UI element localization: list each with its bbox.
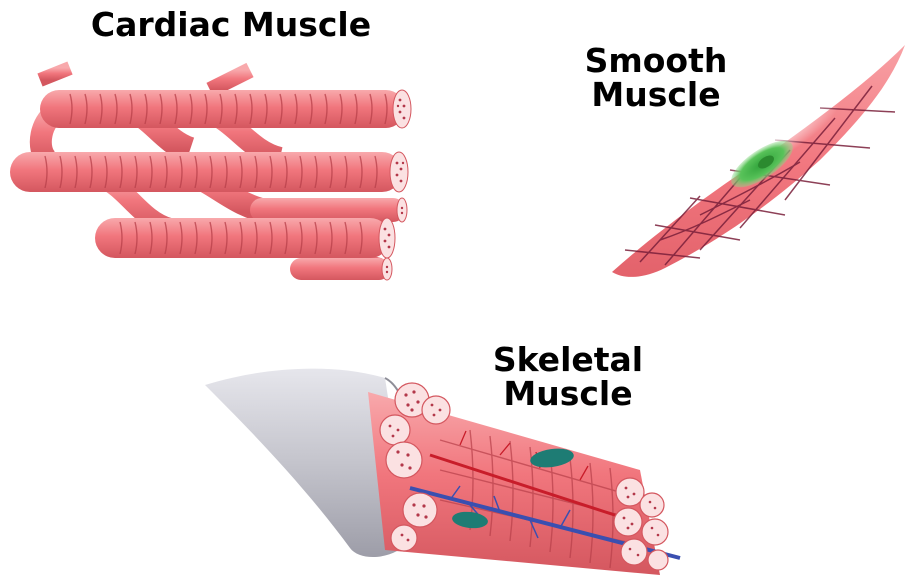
cardiac-muscle-label: Cardiac Muscle (76, 8, 386, 41)
cardiac-muscle-illustration (10, 68, 411, 280)
skeletal-muscle-label: Skeletal Muscle (478, 343, 658, 411)
smooth-label-line-1: Smooth (578, 44, 734, 78)
smooth-muscle-label: Smooth Muscle (578, 44, 734, 112)
skeletal-label-line-2: Muscle (478, 377, 658, 411)
skeletal-label-line-1: Skeletal (478, 343, 658, 377)
smooth-label-line-2: Muscle (578, 78, 734, 112)
